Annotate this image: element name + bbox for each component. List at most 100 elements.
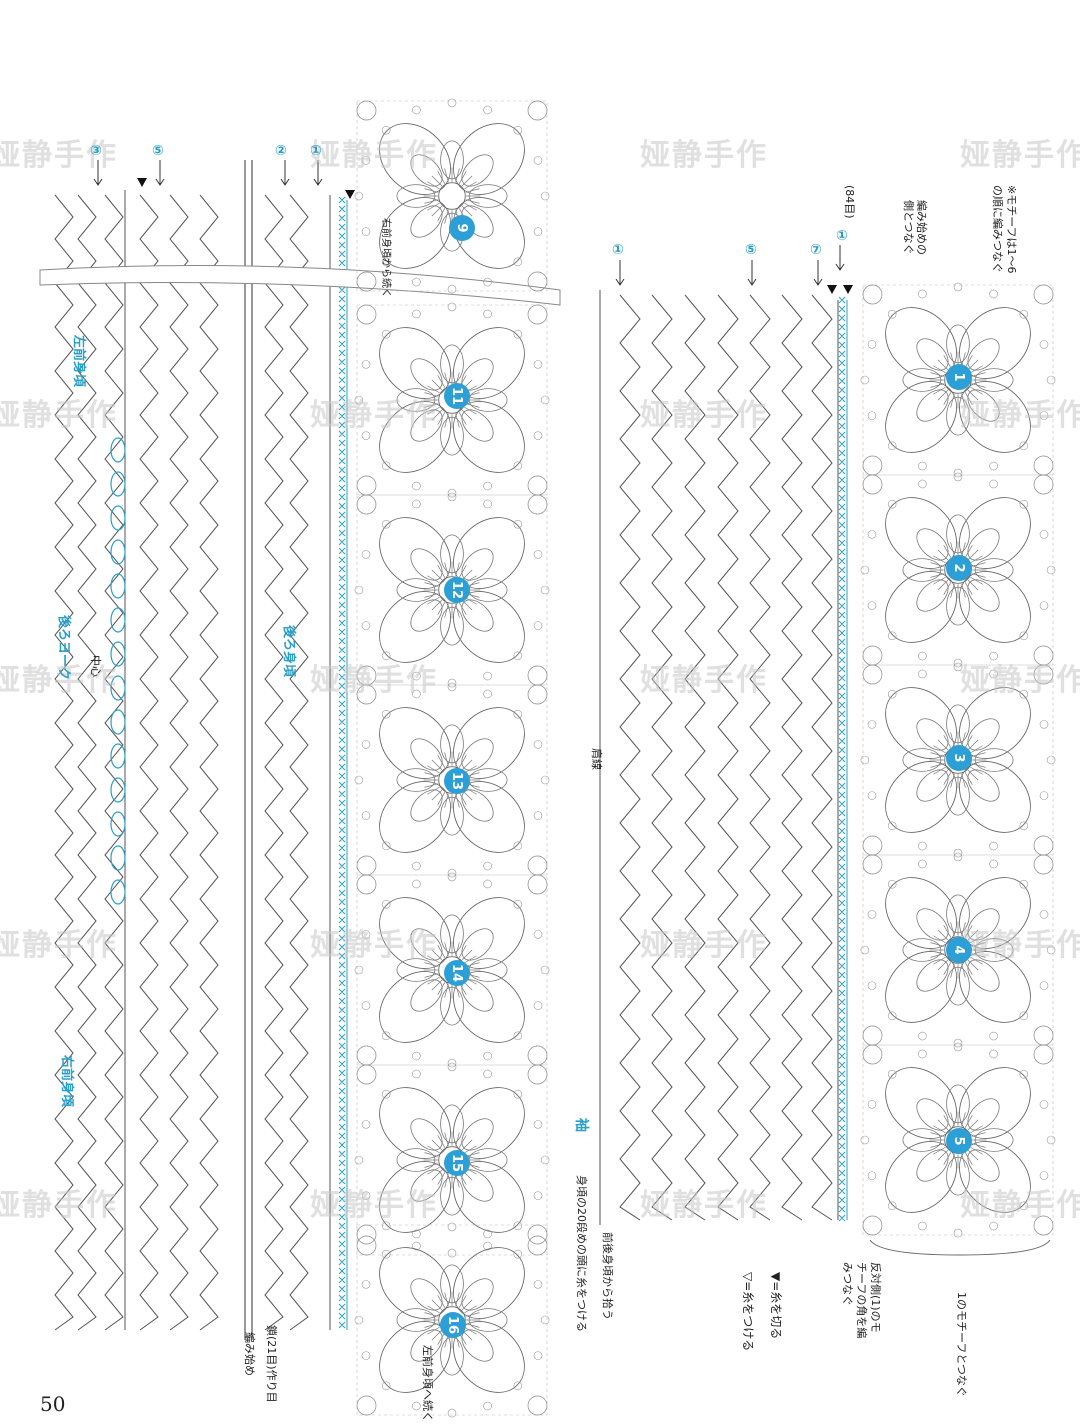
- motif-stroke: [527, 1395, 548, 1416]
- motif-stroke: [885, 761, 957, 833]
- motif-stroke: [885, 571, 957, 643]
- label-opposite-side: 反対側(1)のモチーフの角を編みつなぐ: [841, 1262, 882, 1339]
- motif-stroke: [885, 381, 957, 453]
- motif-stroke: [527, 1064, 548, 1085]
- motif-stroke: [379, 707, 451, 779]
- motif-stroke: [356, 494, 548, 686]
- motif-stroke: [356, 855, 377, 876]
- stitch-column: [749, 294, 771, 1221]
- stitch-column: [619, 294, 641, 1221]
- motif-stroke: [453, 123, 525, 195]
- motif-badge: 9: [449, 215, 475, 241]
- break-band: [39, 265, 561, 306]
- row-marker: ①: [836, 228, 848, 244]
- cut-yarn-mark: [345, 190, 355, 199]
- motif-badge: 14: [444, 960, 470, 986]
- motif-stroke: [356, 304, 377, 325]
- motif-stroke: [356, 100, 548, 292]
- legend-cut-yarn: ▼=糸を切る: [769, 1272, 783, 1340]
- motif-stroke: [356, 874, 548, 1066]
- motif-stroke: [959, 571, 1031, 643]
- yoke-chain: [110, 607, 126, 633]
- watermark: 娅静手作: [640, 928, 768, 963]
- motif-stroke: [354, 492, 550, 688]
- motif-badge: 3: [946, 745, 972, 771]
- motif-stroke: [929, 921, 987, 979]
- yoke-chain: [110, 573, 126, 599]
- motif-stroke: [527, 271, 548, 292]
- open-triangle-icon: ▽: [741, 1272, 755, 1282]
- motif-stroke: [423, 941, 481, 999]
- stitch-column: [264, 194, 284, 1331]
- watermark: 娅静手作: [310, 663, 438, 698]
- motif-stroke: [929, 1111, 987, 1169]
- stitch-column: [289, 194, 309, 1331]
- motif-stroke: [527, 100, 548, 121]
- cut-yarn-mark: [827, 285, 837, 294]
- motif-stroke: [354, 1222, 550, 1418]
- watermark: 娅静手作: [310, 1188, 438, 1223]
- motif-stroke: [423, 1131, 481, 1189]
- watermark: 娅静手作: [310, 398, 438, 433]
- motif-stroke: [527, 665, 548, 686]
- label-join-row20: 身頃の20段めの頭に糸をつける: [575, 1175, 588, 1332]
- label-sleeve: 袖: [573, 1118, 589, 1132]
- yoke-chain: [110, 743, 126, 769]
- flower-motif: [860, 282, 1056, 478]
- watermark: 娅静手作: [960, 398, 1080, 433]
- stitch-column: [54, 194, 74, 1331]
- label-shoulder-line: 肩線: [590, 748, 603, 770]
- motif-stroke: [423, 1291, 481, 1349]
- watermark: 娅静手作: [960, 928, 1080, 963]
- motif-stroke: [379, 781, 451, 853]
- motif-stroke: [379, 517, 451, 589]
- label-back-body: 後ろ身頃: [281, 625, 296, 678]
- motif-stroke: [860, 852, 1056, 1048]
- label-from-front-back: 前後身頃から拾う: [601, 1232, 614, 1320]
- motif-stroke: [356, 304, 548, 496]
- watermark: 娅静手作: [640, 663, 768, 698]
- motif-stroke: [356, 1224, 377, 1245]
- label-right-front-neck: 右前身頃: [59, 1055, 74, 1108]
- motif-stroke: [1033, 455, 1054, 476]
- motif-stroke: [379, 123, 451, 195]
- motif-stroke: [860, 1042, 1056, 1238]
- motif-stroke: [356, 100, 377, 121]
- watermark: 娅静手作: [0, 138, 118, 173]
- motif-badge: 13: [444, 768, 470, 794]
- label-right-front-join: 右前身頃から続く: [380, 218, 391, 298]
- motif-stroke: [356, 1064, 377, 1085]
- yoke-chain: [110, 641, 126, 667]
- row-marker: ①: [612, 242, 624, 258]
- motif-stroke: [356, 494, 377, 515]
- watermark: 娅静手作: [960, 138, 1080, 173]
- motif-stroke: [862, 1215, 883, 1236]
- flower-motif: [860, 662, 1056, 858]
- motif-stroke: [356, 1045, 377, 1066]
- motif-stroke: [929, 731, 987, 789]
- yoke-chain: [110, 471, 126, 497]
- flower-motif: [860, 472, 1056, 668]
- motif-stroke: [527, 494, 548, 515]
- motif-stroke: [527, 475, 548, 496]
- yoke-chain: [110, 811, 126, 837]
- motif-stroke: [862, 474, 883, 495]
- motif-stroke: [379, 1161, 451, 1233]
- arrow-head: [93, 178, 103, 186]
- motif-stroke: [356, 874, 377, 895]
- flower-motif: [354, 98, 550, 294]
- yoke-chain: [110, 675, 126, 701]
- flower-motif: [354, 872, 550, 1068]
- label-start-note: 編み始めの側とつなぐ: [902, 200, 928, 255]
- motif-badge: 12: [444, 577, 470, 603]
- motif-stroke: [356, 1224, 548, 1416]
- stitch-column: [104, 194, 124, 1331]
- motif-stroke: [527, 1045, 548, 1066]
- motif-stroke: [379, 197, 451, 269]
- row-marker: ⑤: [152, 143, 164, 159]
- watermark: 娅静手作: [310, 138, 438, 173]
- motif-stroke: [1033, 835, 1054, 856]
- arrow-head: [155, 178, 165, 186]
- arrow-head: [747, 278, 757, 286]
